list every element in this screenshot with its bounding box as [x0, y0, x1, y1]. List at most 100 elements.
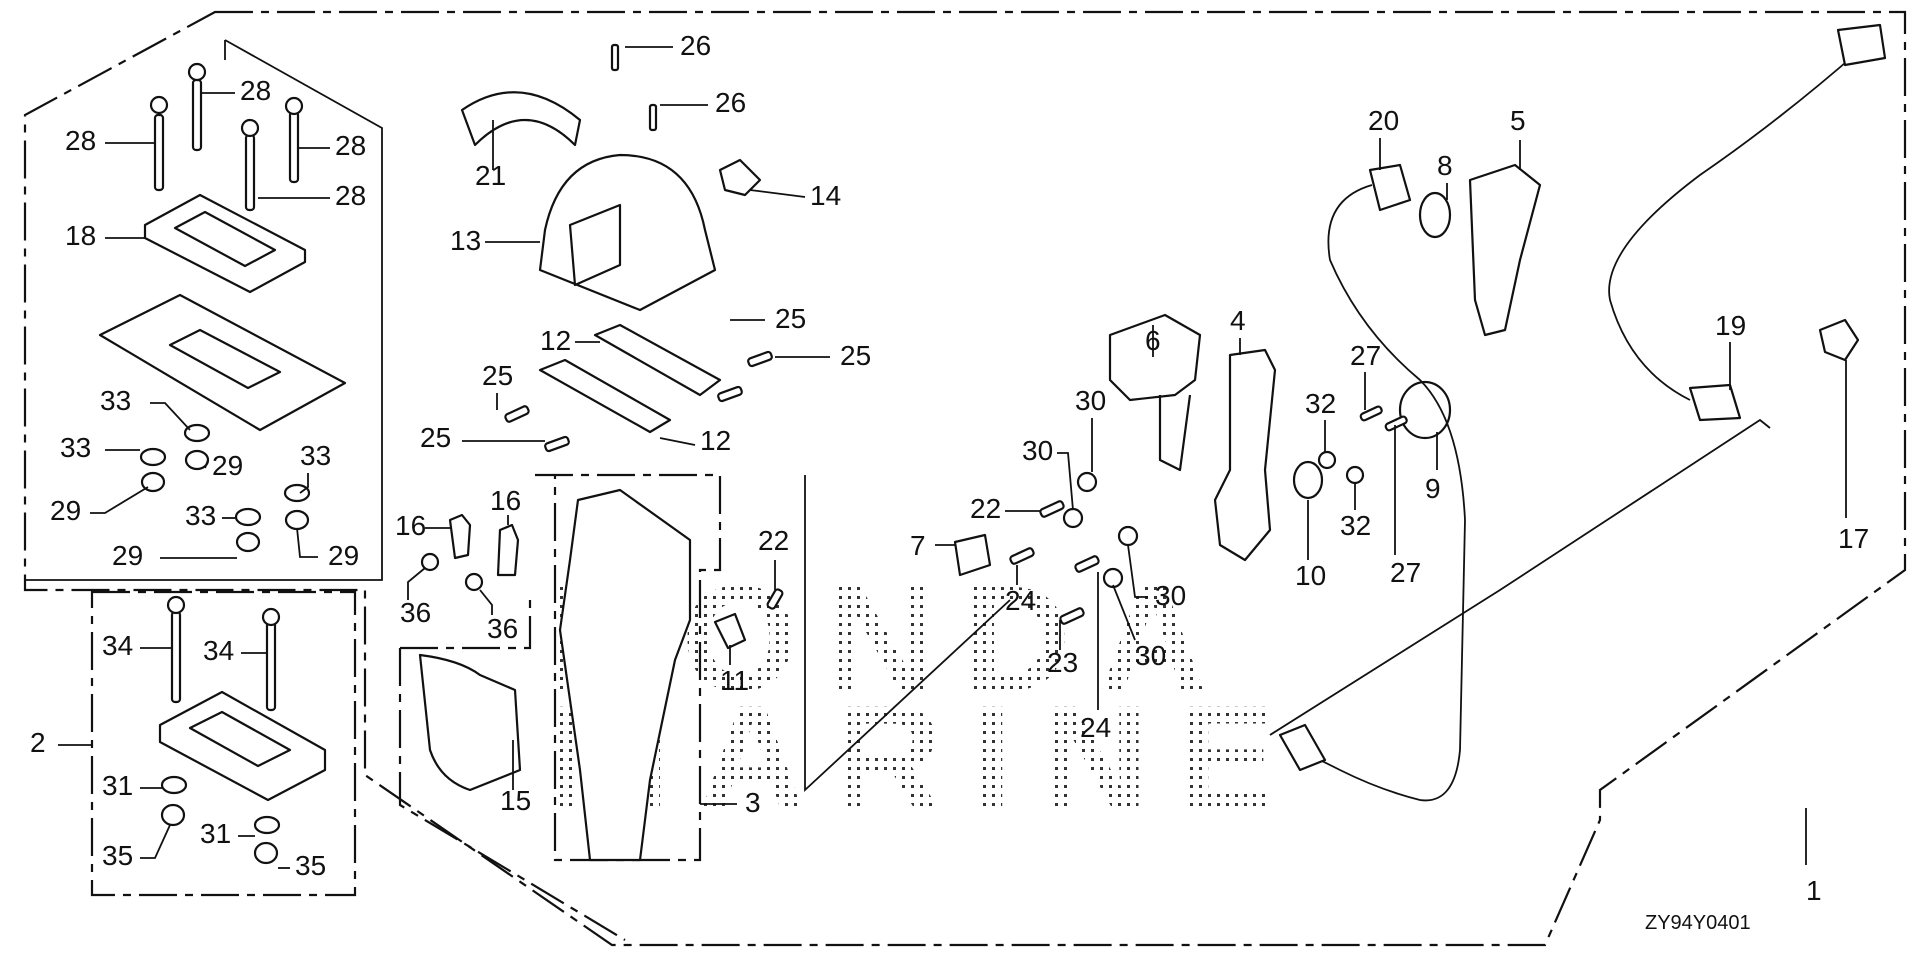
- callout-19: 19: [1715, 310, 1746, 341]
- callout-22: 22: [970, 493, 1001, 524]
- callout-28: 28: [65, 125, 96, 156]
- leader-line-36: [479, 589, 493, 615]
- harness-20-cable: [1309, 184, 1466, 802]
- kit-outline-top: [25, 39, 383, 581]
- callout-30: 30: [1135, 640, 1166, 671]
- callout-24: 24: [1005, 585, 1036, 616]
- callout-2: 2: [30, 727, 46, 758]
- harness-outline: [1269, 418, 1771, 736]
- parts: [98, 23, 1887, 865]
- group-outlines: [23, 10, 1907, 947]
- part-10-plate: [1292, 460, 1324, 500]
- part-16a: [448, 513, 472, 560]
- callout-32: 32: [1305, 388, 1336, 419]
- callout-20: 20: [1368, 105, 1399, 136]
- part-5-handle: [1468, 163, 1542, 337]
- callout-8: 8: [1437, 150, 1453, 181]
- leader-line-12: [659, 437, 696, 446]
- kit-2-parts: [158, 595, 327, 865]
- assembly-outline: [23, 10, 1907, 947]
- callout-31: 31: [200, 818, 231, 849]
- callout-31: 31: [102, 770, 133, 801]
- part-plate: [98, 293, 347, 432]
- callout-18: 18: [65, 220, 96, 251]
- connector-19-top: [1836, 23, 1887, 67]
- leader-line-29: [296, 527, 318, 558]
- callout-35: 35: [295, 850, 326, 881]
- part-12-bracket-b: [538, 358, 672, 434]
- part-16b: [496, 523, 520, 577]
- harness-19-cable: [1608, 49, 1861, 401]
- callout-27: 27: [1350, 340, 1381, 371]
- callout-1: 1: [1806, 875, 1822, 906]
- callout-32: 32: [1340, 510, 1371, 541]
- leader-line-30: [1127, 544, 1148, 598]
- callout-11: 11: [720, 665, 749, 696]
- nuts-washers-top: [139, 423, 311, 553]
- callout-9: 9: [1425, 473, 1441, 504]
- callout-5: 5: [1510, 105, 1526, 136]
- connector-20-end: [1278, 723, 1327, 772]
- drawing-code: ZY94Y0401: [1645, 912, 1751, 934]
- callout-21: 21: [475, 160, 506, 191]
- callout-27: 27: [1390, 557, 1421, 588]
- part-8-grommet: [1418, 191, 1452, 239]
- part-18-gasket: [143, 193, 307, 294]
- leader-line-14: [749, 189, 806, 198]
- part-21-cover: [460, 91, 582, 147]
- part-12-bracket-a: [593, 323, 722, 397]
- callout-12: 12: [540, 325, 571, 356]
- callout-30: 30: [1022, 435, 1053, 466]
- part-20-connector: [1368, 163, 1412, 212]
- callout-13: 13: [450, 225, 481, 256]
- screw-26b: [648, 103, 658, 132]
- part-11-clamp: [713, 612, 747, 650]
- callout-29: 29: [328, 540, 359, 571]
- subgroup-3-outline: [535, 473, 722, 862]
- callout-28: 28: [240, 75, 271, 106]
- leader-line-35: [140, 824, 171, 859]
- leader-lines: [58, 46, 1847, 869]
- leader-line-29: [204, 459, 209, 469]
- callout-33: 33: [300, 440, 331, 471]
- leader-line-29: [90, 486, 149, 514]
- callout-25: 25: [775, 303, 806, 334]
- callout-33: 33: [60, 432, 91, 463]
- callout-labels: 1234567891011121213141516161718192021222…: [30, 30, 1869, 906]
- callout-3: 3: [745, 787, 761, 818]
- callout-23: 23: [1047, 647, 1078, 678]
- callout-33: 33: [100, 385, 131, 416]
- callout-16: 16: [490, 485, 521, 516]
- callout-29: 29: [212, 450, 243, 481]
- callout-33: 33: [185, 500, 216, 531]
- callout-24: 24: [1080, 712, 1111, 743]
- leader-line-33: [150, 402, 191, 431]
- callout-17: 17: [1838, 523, 1869, 554]
- part-15-cover: [418, 653, 522, 792]
- callout-25: 25: [840, 340, 871, 371]
- callout-4: 4: [1230, 305, 1246, 336]
- callout-34: 34: [102, 630, 133, 661]
- callout-22: 22: [758, 525, 789, 556]
- callout-14: 14: [810, 180, 841, 211]
- connector-19-bottom: [1688, 383, 1742, 422]
- part-13-housing: [538, 153, 717, 312]
- callout-25: 25: [420, 422, 451, 453]
- part-7-cap: [953, 533, 992, 577]
- part-36a: [420, 552, 440, 572]
- callout-26: 26: [680, 30, 711, 61]
- callout-36: 36: [400, 597, 431, 628]
- gasket-plate-outline: [804, 475, 1011, 793]
- kit-outline-2: [90, 590, 357, 897]
- callout-25: 25: [482, 360, 513, 391]
- part-17-plug: [1818, 318, 1860, 362]
- part-6-grip: [1108, 313, 1202, 472]
- callout-34: 34: [203, 635, 234, 666]
- callout-10: 10: [1295, 560, 1326, 591]
- callout-35: 35: [102, 840, 133, 871]
- part-36b: [464, 572, 484, 592]
- callout-15: 15: [500, 785, 531, 816]
- part-4-lever: [1213, 348, 1277, 562]
- part-14-clip: [718, 158, 762, 197]
- subgroup-15-outline: [398, 600, 626, 941]
